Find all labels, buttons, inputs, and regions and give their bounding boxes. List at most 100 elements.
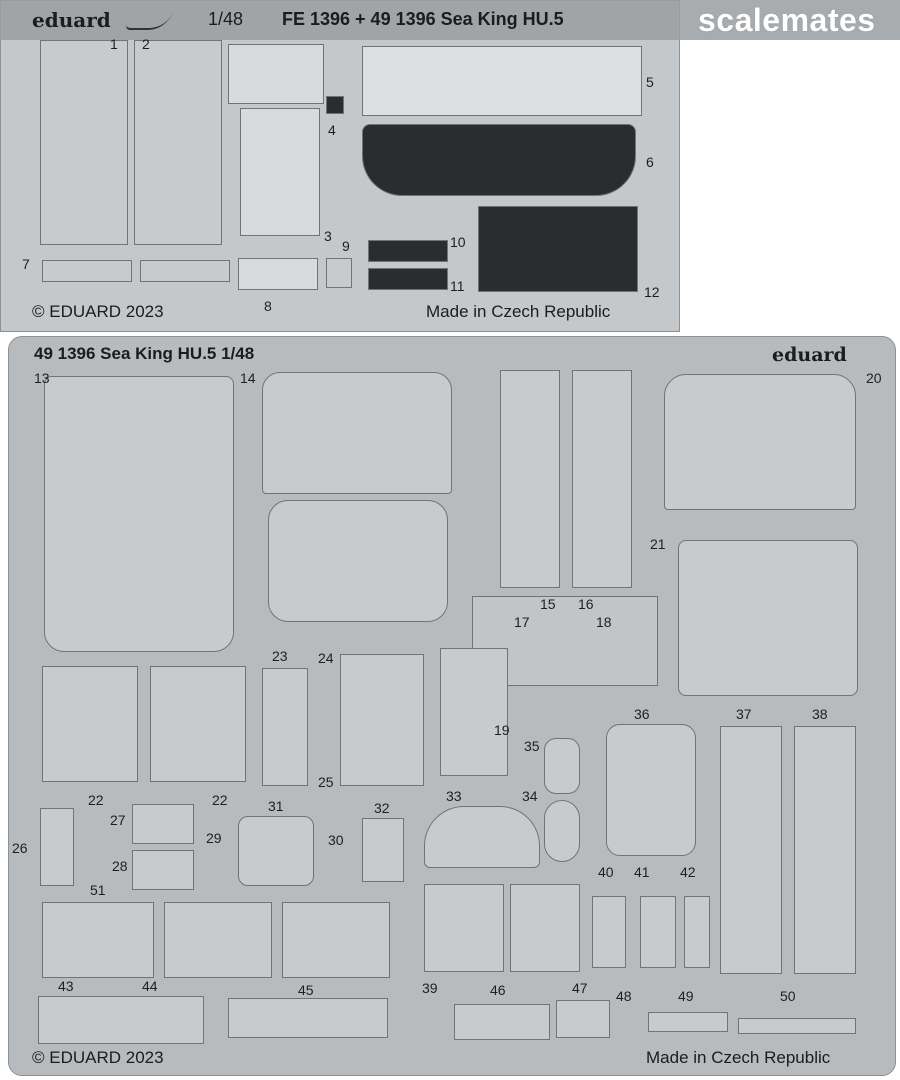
- part-49-rod: [648, 1012, 728, 1032]
- part-number-24: 24: [318, 650, 334, 666]
- part-number-26: 26: [12, 840, 28, 856]
- part-number-6: 6: [646, 154, 654, 170]
- part-small-instrument-cluster: [228, 44, 324, 104]
- part-21-grille: [678, 540, 858, 696]
- top-copyright: © EDUARD 2023: [32, 302, 164, 321]
- part-number-43: 43: [58, 978, 74, 994]
- part-number-11: 11: [450, 278, 465, 294]
- part-number-36: 36: [634, 706, 650, 722]
- part-38-panel: [794, 726, 856, 974]
- part-31-mesh: [238, 816, 314, 886]
- part-number-46: 46: [490, 982, 506, 998]
- part-34-small: [544, 800, 580, 862]
- part-7-strip: [42, 260, 132, 282]
- part-number-34: 34: [522, 788, 538, 804]
- part-number-8: 8: [264, 298, 272, 314]
- part-number-23: 23: [272, 648, 288, 664]
- part-number-12: 12: [644, 284, 660, 300]
- part-28-mesh: [132, 850, 194, 890]
- part-number-31: 31: [268, 798, 284, 814]
- bottom-brand-logo: eduard: [772, 344, 847, 366]
- part-number-47: 47: [572, 980, 588, 996]
- scale-label: 1/48: [208, 9, 244, 29]
- part-40-mesh: [592, 896, 626, 968]
- part-7b-strip: [140, 260, 230, 282]
- part-33-mesh: [424, 806, 540, 868]
- part-number-30: 30: [328, 832, 344, 848]
- part-20-hatch: [664, 374, 856, 510]
- part-47-bracket: [556, 1000, 610, 1038]
- part-10-display: [368, 240, 448, 262]
- part-number-4: 4: [328, 122, 336, 138]
- part-15-panel: [500, 370, 560, 588]
- part-24-panel: [340, 654, 424, 786]
- part-11-display: [368, 268, 448, 290]
- part-number-40: 40: [598, 864, 614, 880]
- part-37-panel: [720, 726, 782, 974]
- part-32-mesh: [362, 818, 404, 882]
- part-number-9: 9: [342, 238, 350, 254]
- part-number-27: 27: [110, 812, 126, 828]
- part-number-48: 48: [616, 988, 632, 1004]
- part-number-22a: 22: [88, 792, 104, 808]
- part-number-22b: 22: [212, 792, 228, 808]
- header-bar: [0, 0, 900, 40]
- part-36-window: [606, 724, 696, 856]
- part-2-panel: [134, 40, 222, 245]
- part-22-frame-right: [150, 666, 246, 782]
- bottom-copyright: © EDUARD 2023: [32, 1048, 164, 1067]
- part-number-7: 7: [22, 256, 30, 272]
- part-number-39: 39: [422, 980, 438, 996]
- part-19-bracket: [440, 648, 508, 776]
- part-29-strip: [164, 902, 272, 978]
- part-number-49: 49: [678, 988, 694, 1004]
- part-number-50: 50: [780, 988, 796, 1004]
- part-number-28: 28: [112, 858, 128, 874]
- part-number-32: 32: [374, 800, 390, 816]
- part-number-41: 41: [634, 864, 650, 880]
- part-12-console: [478, 206, 638, 292]
- part-6-glareshield: [362, 124, 636, 196]
- part-30-strip: [282, 902, 390, 978]
- bottom-origin: Made in Czech Republic: [646, 1048, 831, 1067]
- part-number-35: 35: [524, 738, 540, 754]
- part-number-51: 51: [90, 882, 106, 898]
- part-13-door: [44, 376, 234, 652]
- part-39-mesh: [424, 884, 504, 972]
- part-number-25: 25: [318, 774, 334, 790]
- part-5-instrument-panel: [362, 46, 642, 116]
- part-number-18: 18: [596, 614, 612, 630]
- part-number-5: 5: [646, 74, 654, 90]
- part-number-29: 29: [206, 830, 222, 846]
- part-number-37: 37: [736, 706, 752, 722]
- part-number-44: 44: [142, 978, 158, 994]
- part-number-13: 13: [34, 370, 50, 386]
- part-number-45: 45: [298, 982, 314, 998]
- part-41-mesh: [640, 896, 676, 968]
- part-number-42: 42: [680, 864, 696, 880]
- part-4-switch: [326, 96, 344, 114]
- part-number-20: 20: [866, 370, 882, 386]
- bottom-fret-title: 49 1396 Sea King HU.5 1/48: [34, 344, 255, 363]
- part-number-17: 17: [514, 614, 530, 630]
- part-number-3: 3: [324, 228, 332, 244]
- fret-title: FE 1396 + 49 1396 Sea King HU.5: [282, 9, 564, 29]
- part-3-console: [240, 108, 320, 236]
- part-35-small: [544, 738, 580, 794]
- part-23-strip: [262, 668, 308, 786]
- part-42-mesh: [684, 896, 710, 968]
- part-43-44-brackets: [38, 996, 204, 1044]
- top-origin: Made in Czech Republic: [426, 302, 611, 321]
- part-51-strip: [42, 902, 154, 978]
- part-number-38: 38: [812, 706, 828, 722]
- part-number-14: 14: [240, 370, 256, 386]
- part-16-panel: [572, 370, 632, 588]
- part-number-10: 10: [450, 234, 466, 250]
- watermark: scalemates: [698, 2, 876, 38]
- part-8-panel: [238, 258, 318, 290]
- part-number-21: 21: [650, 536, 666, 552]
- part-45-strip: [228, 998, 388, 1038]
- part-number-19: 19: [494, 722, 510, 738]
- part-39b-mesh: [510, 884, 580, 972]
- brand-logo: eduard: [32, 8, 111, 32]
